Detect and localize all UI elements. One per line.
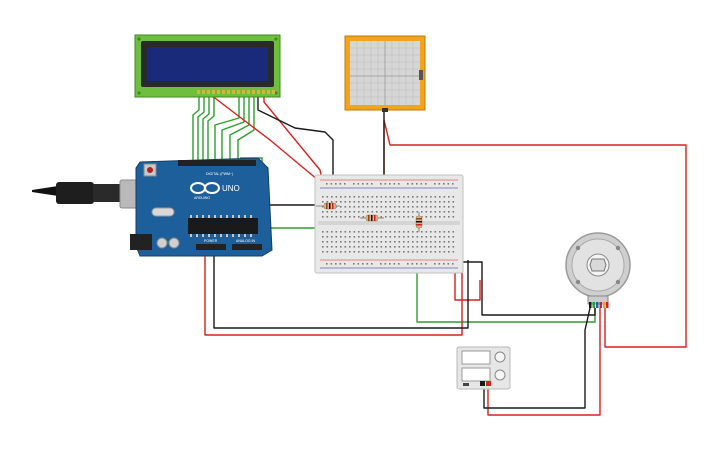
power-supply[interactable] [456, 346, 511, 390]
lcd-pins[interactable] [197, 90, 275, 94]
crystal [151, 207, 175, 217]
power-header[interactable] [196, 244, 226, 250]
power-label: POWER [204, 239, 218, 243]
resistor-3[interactable] [415, 212, 423, 232]
voltage-display [461, 350, 491, 365]
power-jack[interactable] [130, 234, 152, 250]
arduino-logo: UNO ARDUINO [190, 182, 240, 200]
resistor-2[interactable] [360, 214, 384, 222]
current-knob[interactable] [494, 369, 506, 381]
motor-pins[interactable] [589, 302, 609, 308]
lcd-16x2-display[interactable] [134, 34, 281, 98]
arduino-uno-board[interactable]: DIGITAL (PWM~) UNO ARDUINO [130, 157, 273, 257]
digital-header[interactable] [178, 160, 256, 166]
board-model-label: UNO [222, 184, 240, 193]
lcd-screen [147, 47, 268, 81]
breadboard[interactable] [314, 174, 464, 274]
digital-header-label: DIGITAL (PWM~) [206, 172, 233, 176]
current-display [461, 367, 491, 382]
touch-sensor-pad[interactable] [344, 35, 426, 112]
dc-motor-encoder[interactable] [565, 232, 631, 308]
negative-terminal[interactable] [480, 381, 485, 386]
atmega-chip [188, 218, 258, 234]
resistor-1[interactable] [316, 202, 340, 210]
analog-label: ANALOG IN [236, 239, 256, 243]
positive-terminal[interactable] [486, 381, 491, 386]
breadboard-holes[interactable] [322, 183, 455, 265]
brand-label: ARDUINO [194, 196, 210, 200]
voltage-knob[interactable] [494, 351, 506, 363]
analog-header[interactable] [232, 244, 262, 250]
